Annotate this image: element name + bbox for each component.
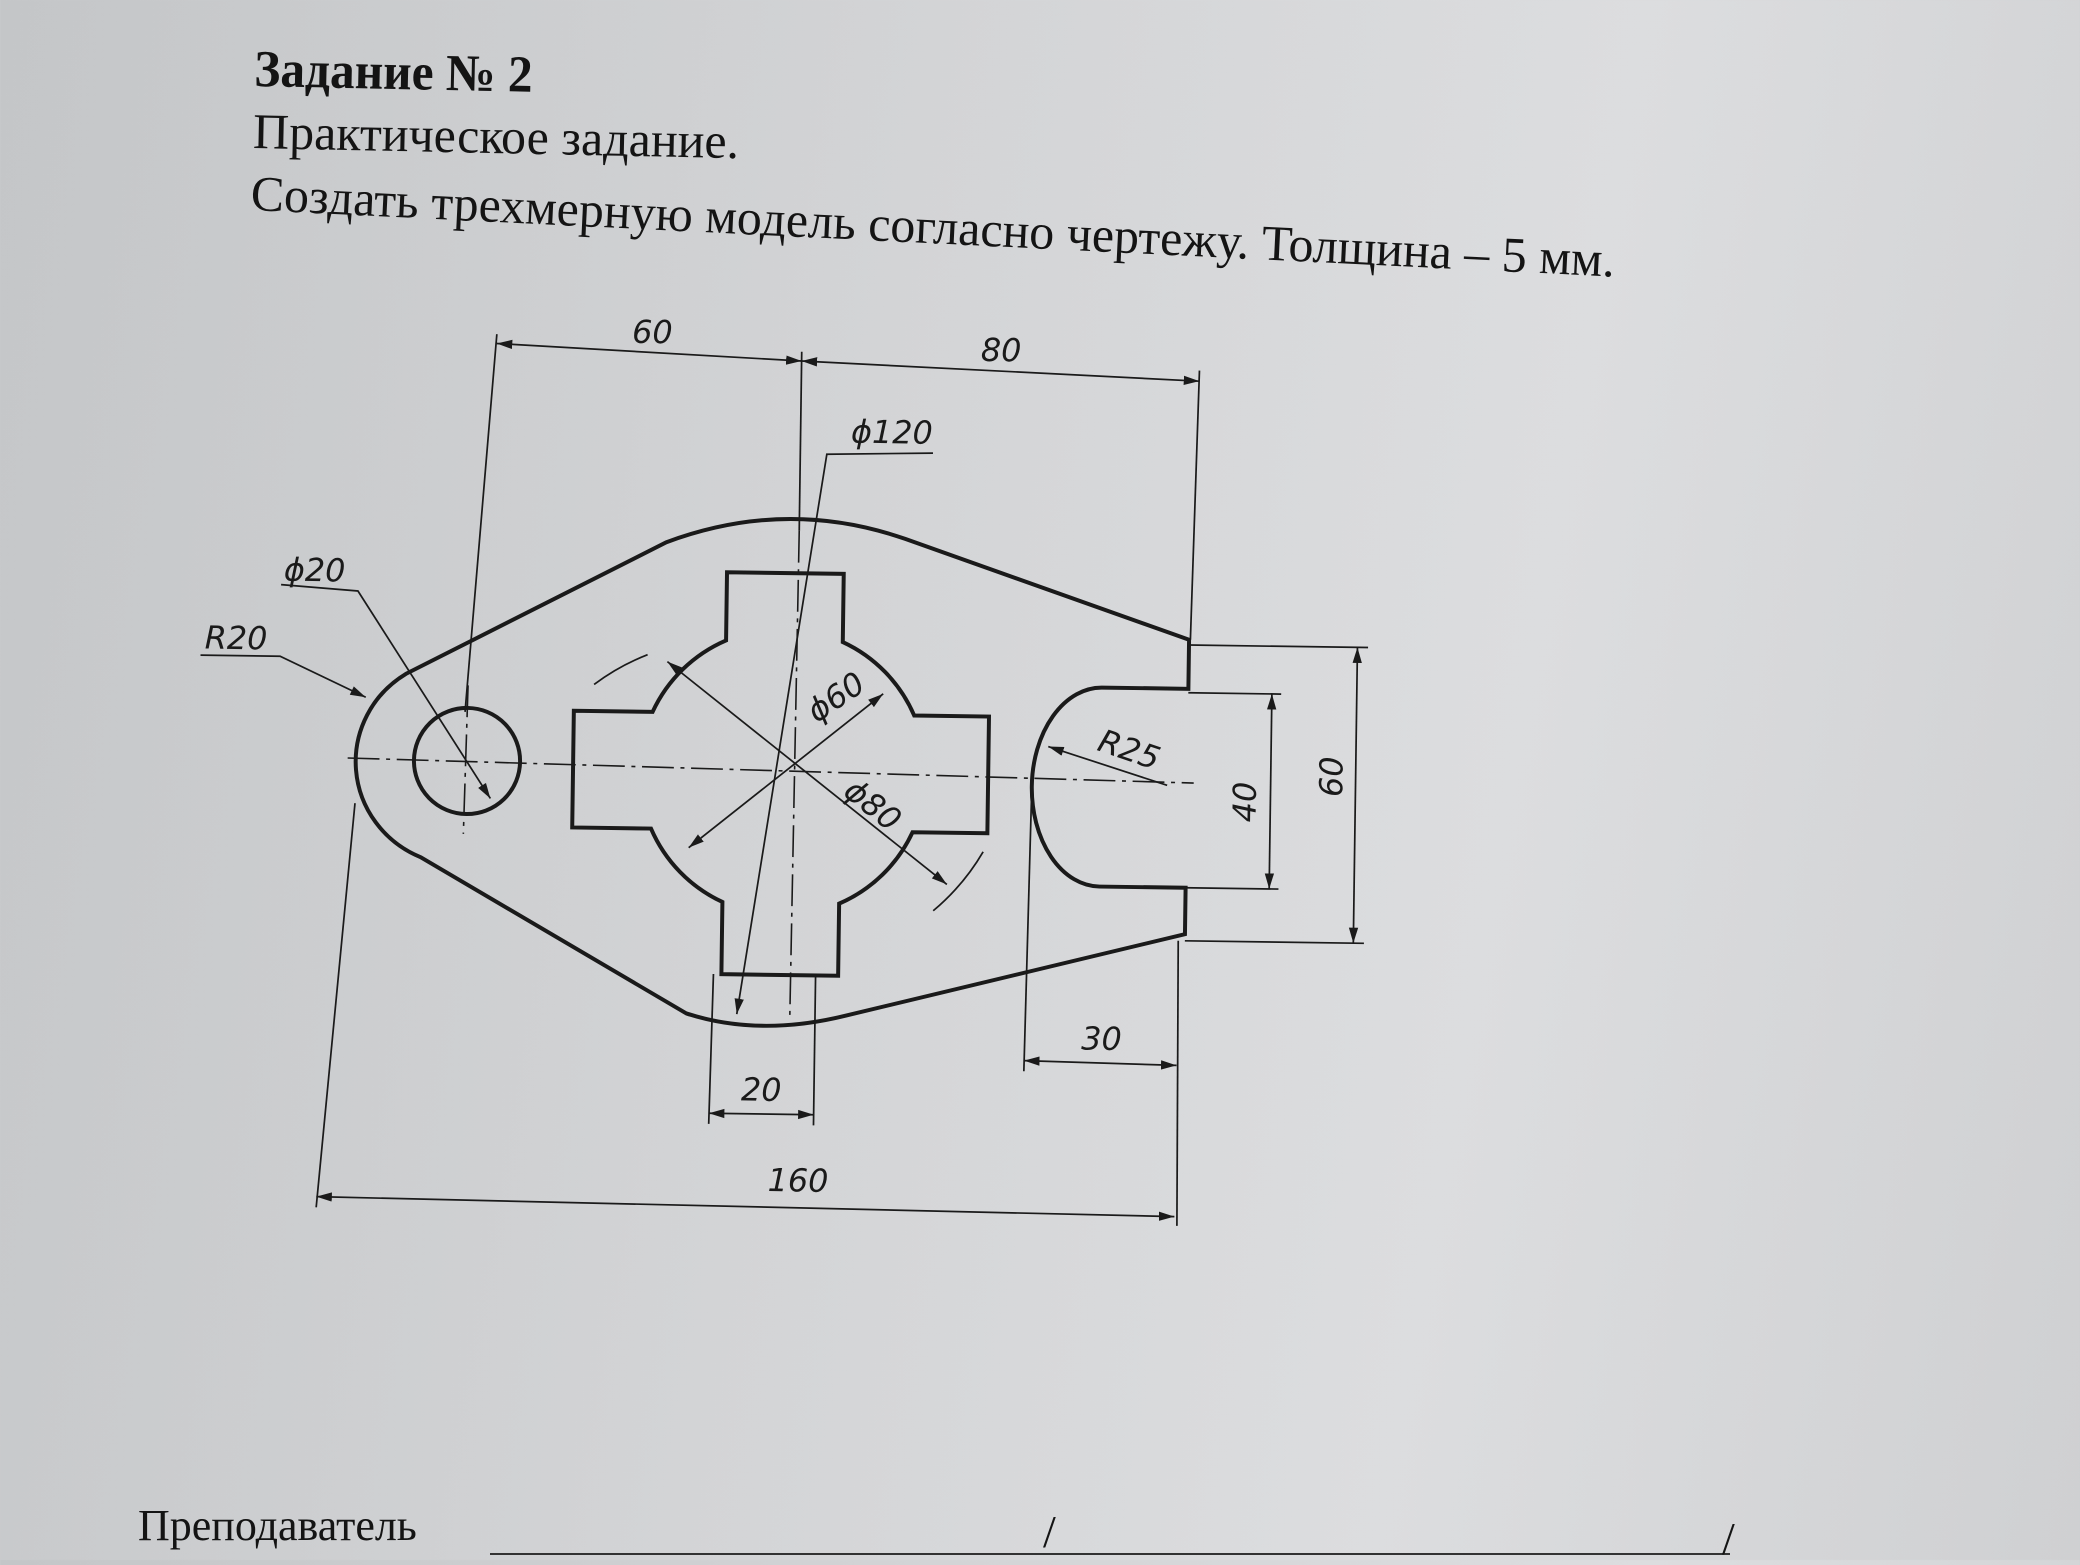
- signature-separator-1: /: [1043, 1506, 1056, 1557]
- part-outline: [353, 517, 1192, 1028]
- dim-60-top: 60: [632, 313, 673, 352]
- center-lines: [347, 530, 1194, 1019]
- dim-30: 30: [1081, 1019, 1122, 1058]
- dim-phi60: ϕ60: [800, 664, 872, 730]
- dim-r25: R25: [1093, 721, 1165, 777]
- dim-20: 20: [741, 1070, 782, 1109]
- dim-80-top: 80: [981, 331, 1022, 370]
- extension-lines: [315, 334, 1369, 1226]
- dim-60-right: 60: [1312, 756, 1351, 797]
- signature-separator-2: /: [1722, 1513, 1735, 1564]
- dim-phi120: ϕ120: [851, 413, 933, 452]
- signature-line: [490, 1553, 1730, 1555]
- dim-160: 160: [767, 1161, 828, 1200]
- dim-40: 40: [1226, 781, 1265, 822]
- dim-phi20: ϕ20: [284, 551, 346, 590]
- dim-r20: R20: [204, 619, 267, 658]
- dimension-lines: [200, 339, 1362, 1221]
- dim-phi80: ϕ80: [837, 771, 909, 839]
- teacher-label: Преподаватель: [138, 1501, 417, 1550]
